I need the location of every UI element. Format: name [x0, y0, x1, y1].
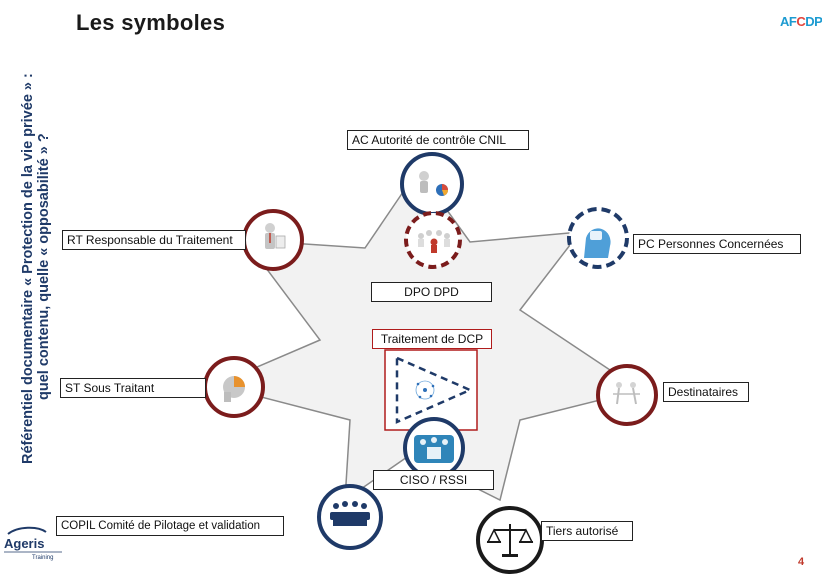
- st-label: ST Sous Traitant: [60, 378, 206, 398]
- dpo-label: DPO DPD: [371, 282, 492, 302]
- ciso-label: CISO / RSSI: [373, 470, 494, 490]
- ageris-logo: Ageris Training: [2, 526, 64, 564]
- side-title-line1: Référentiel documentaire « Protection de…: [20, 73, 36, 464]
- page-number: 4: [798, 556, 805, 568]
- copil-label: COPIL Comité de Pilotage et validation: [56, 516, 284, 536]
- group-icon: [418, 230, 450, 253]
- pc-label: PC Personnes Concernées: [633, 234, 801, 254]
- side-title-line2: quel contenu, quelle « opposabilité » ?: [36, 133, 52, 400]
- side-title: Référentiel documentaire « Protection de…: [0, 0, 58, 470]
- tiers-node[interactable]: [476, 506, 544, 574]
- tiers-label: Tiers autorisé: [541, 521, 633, 541]
- copil-node[interactable]: [317, 484, 383, 550]
- ciso-node[interactable]: [403, 417, 465, 479]
- afcdp-logo-accent: C: [796, 14, 806, 29]
- traitement-node[interactable]: [384, 349, 478, 431]
- st-node[interactable]: [203, 356, 265, 418]
- person-head-icon: [584, 228, 611, 258]
- rt-label: RT Responsable du Traitement: [62, 230, 246, 250]
- meeting-icon: [330, 501, 370, 526]
- afcdp-logo: AFCDP: [780, 14, 822, 29]
- afcdp-logo-suffix: DP: [805, 14, 822, 29]
- destinataires-label: Destinataires: [663, 382, 749, 402]
- page-title: Les symboles: [76, 10, 226, 35]
- network-icon: [415, 380, 435, 400]
- afcdp-logo-prefix: AF: [780, 14, 797, 29]
- rt-node[interactable]: [242, 209, 304, 271]
- ac-node[interactable]: [400, 152, 464, 216]
- pc-node[interactable]: [567, 207, 629, 269]
- pie-chart-icon: [223, 376, 245, 402]
- destinataires-node[interactable]: [596, 364, 658, 426]
- inspector-icon: [419, 171, 448, 196]
- ageris-logo-sub: Training: [32, 555, 53, 561]
- team-icon: [414, 435, 454, 463]
- traitement-label: Traitement de DCP: [372, 329, 492, 349]
- dpo-node[interactable]: [404, 211, 462, 269]
- manager-icon: [265, 223, 286, 249]
- ageris-logo-name: Ageris: [4, 536, 44, 551]
- people-icon: [613, 382, 640, 405]
- scales-icon: [486, 524, 534, 557]
- ac-label: AC Autorité de contrôle CNIL: [347, 130, 529, 150]
- side-bar: Référentiel documentaire « Protection de…: [0, 0, 58, 510]
